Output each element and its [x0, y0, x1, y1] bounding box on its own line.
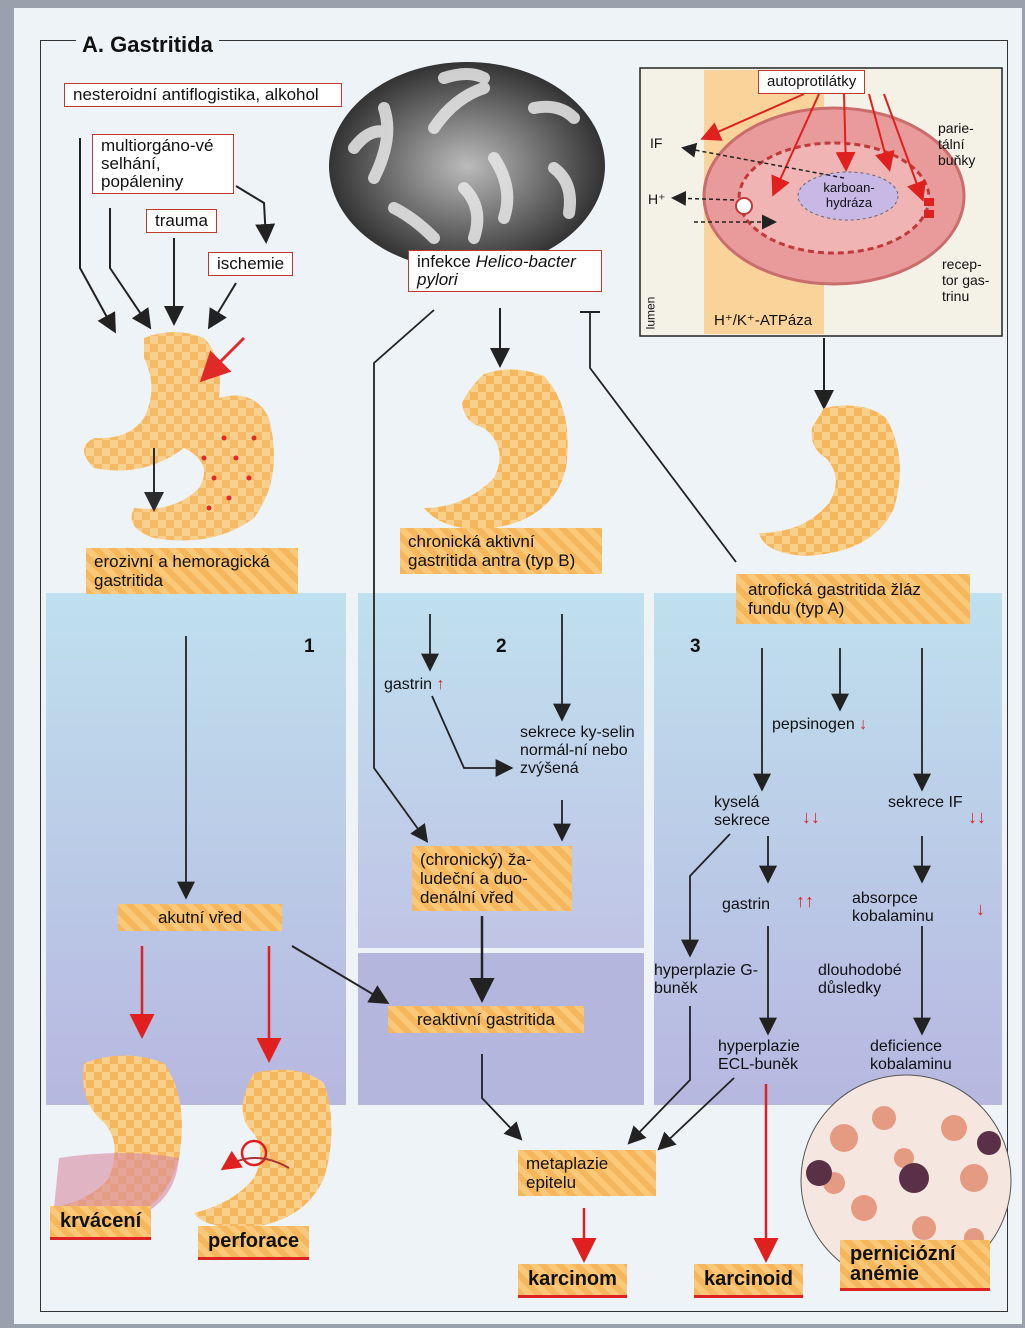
stomach-bleeding — [54, 1056, 182, 1224]
chronic-gastritis-box: chronická aktivní gastritida antra (typ … — [400, 528, 602, 574]
arrow-multiorgan — [110, 208, 149, 326]
if-double-down-icon: ↓↓ — [968, 808, 986, 826]
cause-hp-box: infekce Helico-bacter pylori — [408, 250, 602, 292]
gastrin-double-up-icon: ↑↑ — [796, 892, 814, 910]
stomach-erosive — [84, 332, 274, 541]
arrow-multi-to-isch — [236, 186, 266, 240]
arrow-hp-to-ulcer — [374, 310, 434, 840]
h-ion-label: H⁺ — [648, 190, 666, 208]
figure-page: A. Gastritida — [14, 8, 1022, 1324]
pepsinogen-down-icon: ↓ — [859, 716, 867, 733]
erosive-gastritis-box: erozivní a hemoragická gastritida — [86, 548, 298, 594]
arrow-ischemia — [210, 283, 236, 326]
outcome-carcinoid: karcinoid — [694, 1264, 803, 1298]
cause-trauma-box: trauma — [146, 209, 217, 233]
pepsinogen-text: pepsinogen — [772, 716, 855, 733]
reactive-gastritis-box: reaktivní gastritida — [388, 1006, 584, 1033]
column-number-2: 2 — [496, 636, 507, 658]
chronic-ulcer-box: (chronický) ža-ludeční a duo-denální vře… — [412, 846, 572, 911]
outcome-bleeding: krvácení — [50, 1206, 151, 1240]
cause-nsaid-box: nesteroidní antiflogistika, alkohol — [64, 83, 342, 107]
column-number-3: 3 — [690, 636, 701, 658]
cause-hp-plain: infekce — [417, 252, 476, 271]
autoantibodies-label: autoprotilátky — [758, 70, 865, 94]
metaplasia-box: metaplazie epitelu — [518, 1150, 656, 1196]
cause-multiorgan-box: multiorgáno-vé selhání, popáleniny — [92, 134, 234, 194]
carbonic-anhydrase-label: karboan-hydráza — [812, 180, 886, 210]
if-label: IF — [650, 134, 662, 152]
outcome-carcinoma: karcinom — [518, 1264, 627, 1298]
acid-secretion-col3-label: kyselá sekrece — [714, 794, 794, 830]
ecl-cell-hyperplasia-label: hyperplazie ECL-buněk — [718, 1038, 828, 1074]
pepsinogen-label: pepsinogen ↓ — [772, 716, 867, 734]
cause-ischemia-box: ischemie — [208, 252, 293, 276]
gastrin-label-col3: gastrin — [722, 896, 770, 914]
acid-secretion-label: sekrece ky-selin normál-ní nebo zvýšená — [520, 724, 640, 778]
atrophic-gastritis-box: atrofická gastritida žláz fundu (typ A) — [736, 574, 970, 624]
lumen-label: lumen — [641, 297, 659, 330]
cobalamin-deficiency-label: deficience kobalaminu — [870, 1038, 980, 1074]
parietal-cells-label: parie-tální buňky — [938, 120, 1000, 168]
acid-double-down-icon: ↓↓ — [802, 808, 820, 826]
stomach-perforation — [194, 1070, 332, 1228]
stomach-chronic — [424, 369, 568, 528]
receptor-label: recep-tor gas-trinu — [942, 256, 998, 304]
arrow-atrophic-inhibits-hp — [590, 312, 736, 562]
outcome-pernicious-anemia: perniciózní anémie — [840, 1240, 990, 1291]
stomach-atrophic — [759, 406, 900, 556]
outcome-perforation: perforace — [198, 1226, 309, 1260]
gastrin-up-icon: ↑ — [436, 676, 444, 693]
gastrin-label-col2: gastrin ↑ — [384, 676, 444, 694]
proton-pump-label: H⁺/K⁺-ATPáza — [714, 312, 812, 330]
cobalamin-absorption-label: absorpce kobalaminu — [852, 890, 972, 926]
column-number-1: 1 — [304, 636, 315, 658]
g-cell-hyperplasia-label: hyperplazie G-buněk — [654, 962, 764, 998]
if-secretion-label: sekrece IF — [888, 794, 968, 812]
longterm-consequences-label: dlouhodobé důsledky — [818, 962, 928, 998]
absorption-down-icon: ↓ — [976, 900, 985, 918]
acute-ulcer-box: akutní vřed — [118, 904, 282, 931]
gastrin-text-col2: gastrin — [384, 676, 432, 693]
